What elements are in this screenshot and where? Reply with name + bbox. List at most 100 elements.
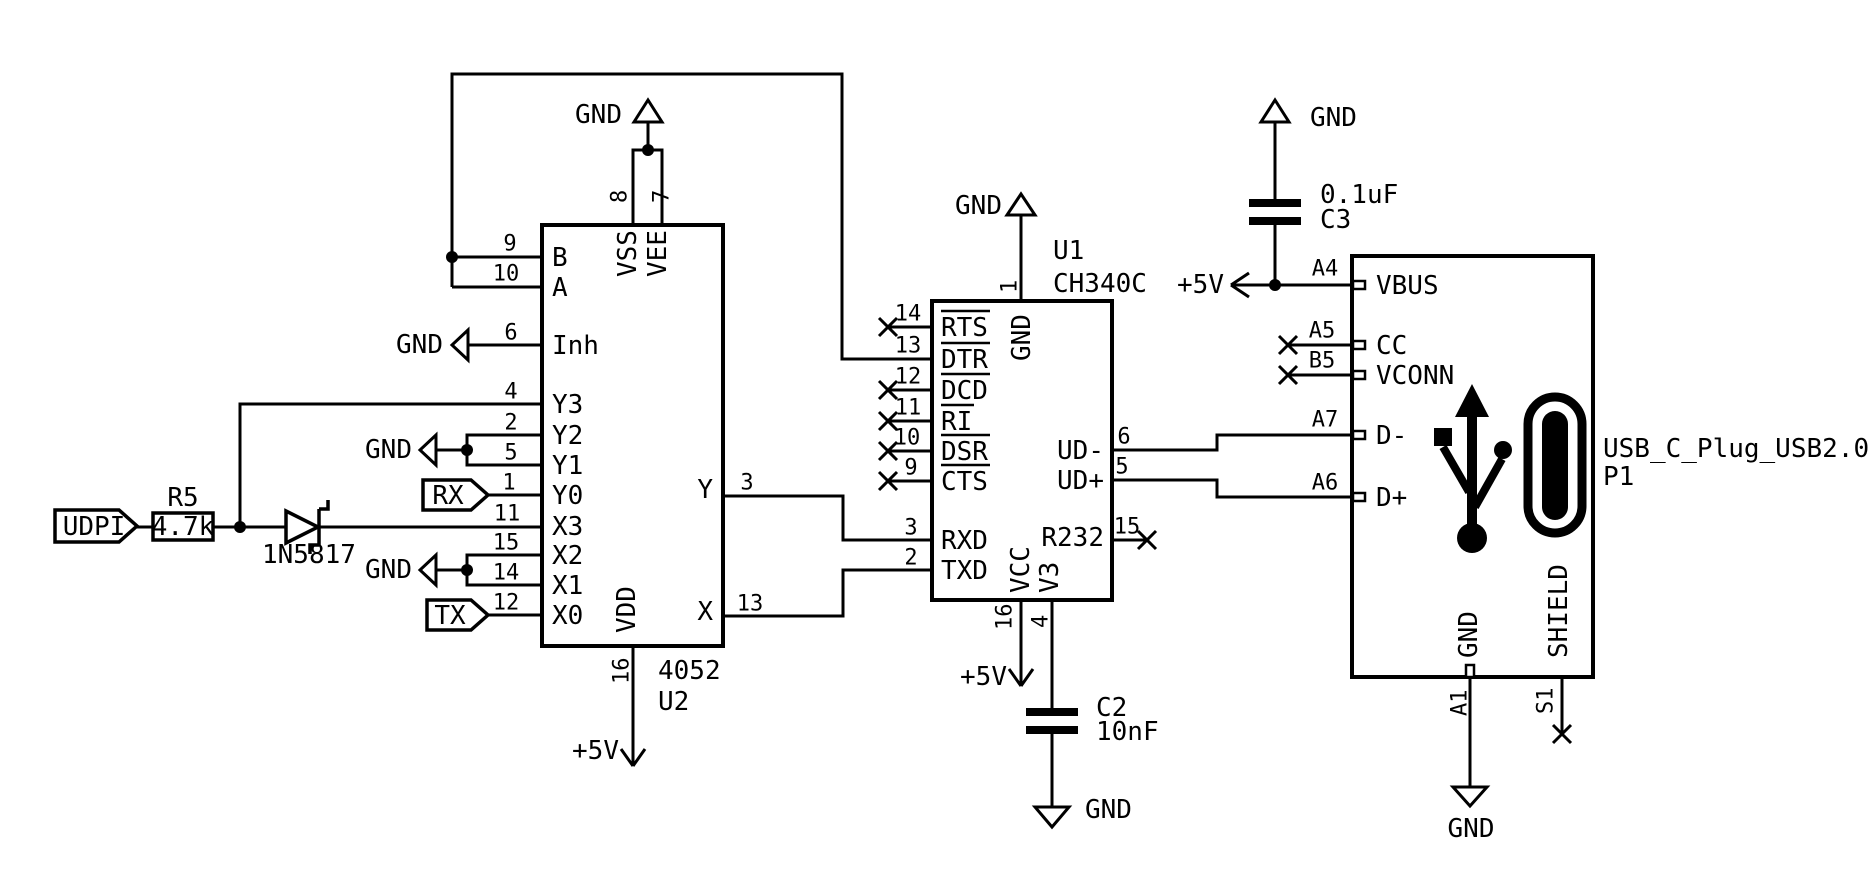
resistor-r5[interactable]: R5 4.7k xyxy=(151,483,215,542)
r5-ref: R5 xyxy=(167,483,198,513)
p1-pin-name-dp: D+ xyxy=(1376,483,1407,513)
gnd-symbol[interactable] xyxy=(417,431,438,469)
p1-pin-name-dm: D- xyxy=(1376,421,1407,451)
gnd-label: GND xyxy=(1085,795,1132,825)
p1-pin-num-shield: S1 xyxy=(1534,688,1559,715)
u1-pin-num-vcc: 16 xyxy=(993,604,1018,631)
u2-pin-name-inh: Inh xyxy=(552,331,599,361)
junctions xyxy=(234,144,1281,576)
gnd-symbol[interactable] xyxy=(631,97,665,124)
wire[interactable] xyxy=(723,494,932,542)
r5-value: 4.7k xyxy=(152,512,215,542)
u1-pin-num-udm: 6 xyxy=(1117,425,1130,450)
no-connect-icon xyxy=(877,316,899,338)
p1-pin-name-cc: CC xyxy=(1376,331,1407,361)
u1-pin-name-txd: TXD xyxy=(941,556,988,586)
junction-dot xyxy=(1269,279,1281,291)
u1-pin-name-v3: V3 xyxy=(1035,562,1065,593)
usb-logo-icon xyxy=(1434,384,1512,553)
flag-tx-label: TX xyxy=(434,601,466,631)
pin-square xyxy=(1351,369,1367,381)
ic-u1-ch340c[interactable]: U1 CH340C 14 13 12 11 10 9 3 2 RTS DTR D… xyxy=(894,236,1147,630)
gnd-symbol[interactable] xyxy=(1031,805,1073,830)
u2-pin-name-x: X xyxy=(697,597,713,627)
u2-pin-num-x0: 12 xyxy=(493,591,520,616)
u1-pin-num-dcd: 12 xyxy=(895,365,922,390)
d1-value: 1N5817 xyxy=(262,540,356,570)
gnd-symbol[interactable] xyxy=(417,551,438,589)
gnd-label: GND xyxy=(365,435,412,465)
u2-value: 4052 xyxy=(658,656,721,686)
u1-body[interactable] xyxy=(930,299,1114,602)
wire[interactable] xyxy=(450,72,932,361)
u2-pin-name-x3: X3 xyxy=(552,512,583,542)
gnd-label: GND xyxy=(396,330,443,360)
junction-dot xyxy=(642,144,654,156)
u1-value: CH340C xyxy=(1053,269,1147,299)
p1-pin-name-shield: SHIELD xyxy=(1544,564,1574,658)
u1-pin-name-ri: RI xyxy=(941,407,972,437)
u2-pin-num-x3: 11 xyxy=(494,502,521,527)
usbc-plug-icon xyxy=(1523,392,1587,538)
wire[interactable] xyxy=(1112,478,1352,499)
gnd-symbol[interactable] xyxy=(449,326,470,364)
p5v-label: +5V xyxy=(1177,270,1224,300)
u2-pin-num-y3: 4 xyxy=(504,380,517,405)
u1-pin-num-v3: 4 xyxy=(1029,615,1054,628)
no-connect-icon xyxy=(877,410,899,432)
no-connect-icon xyxy=(877,379,899,401)
u1-pin-name-gnd: GND xyxy=(1007,314,1037,361)
p1-value: USB_C_Plug_USB2.0 xyxy=(1603,434,1869,464)
u2-pin-num-b: 9 xyxy=(503,232,516,257)
flag-tx[interactable]: TX xyxy=(425,598,491,632)
gnd-symbol[interactable] xyxy=(1449,785,1491,809)
wire[interactable] xyxy=(723,568,932,618)
diode-1n5817[interactable]: 1N5817 xyxy=(262,500,356,570)
u1-pin-name-dcd: DCD xyxy=(941,376,988,406)
p1-pin-name-gnd: GND xyxy=(1454,611,1484,658)
gnd-label: GND xyxy=(1310,103,1357,133)
u1-pin-num-dsr: 10 xyxy=(894,426,921,451)
no-connect-icon xyxy=(877,470,899,492)
connector-p1-usbc[interactable]: USB_C_Plug_USB2.0 P1 A4 A5 B5 A7 A6 VBUS… xyxy=(1309,254,1869,716)
wires xyxy=(137,72,1564,807)
u1-pin-num-rts: 14 xyxy=(895,302,922,327)
gnd-symbol[interactable] xyxy=(1258,97,1292,124)
capacitor-c2[interactable]: C2 10nF xyxy=(1026,693,1159,747)
p5v-symbol[interactable] xyxy=(1230,271,1250,299)
u2-pin-num-a: 10 xyxy=(493,262,520,287)
gnd-symbol[interactable] xyxy=(1004,191,1038,217)
p1-pin-num-vbus: A4 xyxy=(1312,257,1339,282)
no-connect-icon xyxy=(877,440,899,462)
u2-pin-name-y2: Y2 xyxy=(552,421,583,451)
capacitor-c3[interactable]: 0.1uF C3 xyxy=(1249,180,1398,235)
u2-body[interactable] xyxy=(540,223,725,648)
u1-pin-name-dsr: DSR xyxy=(941,437,988,467)
pin-square xyxy=(1464,663,1476,679)
flag-udpi[interactable]: UDPI xyxy=(53,508,140,544)
no-connect-icon xyxy=(1551,723,1573,745)
p1-pin-num-vconn: B5 xyxy=(1309,349,1336,374)
no-connects xyxy=(877,316,1573,745)
u1-pin-name-rts: RTS xyxy=(941,313,988,343)
u2-pin-name-y: Y xyxy=(697,475,713,505)
junction-dot xyxy=(234,521,246,533)
wire[interactable] xyxy=(1112,433,1352,452)
wire[interactable] xyxy=(238,402,542,527)
p5v-label: +5V xyxy=(572,736,619,766)
u2-pin-name-vee: VEE xyxy=(643,230,673,277)
gnd-label: GND xyxy=(1448,814,1495,844)
u2-pin-name-b: B xyxy=(552,243,568,273)
junction-dot xyxy=(461,564,473,576)
p5v-symbol[interactable] xyxy=(619,748,647,767)
u2-pin-num-vdd: 16 xyxy=(610,658,635,685)
u2-pin-num-y1: 5 xyxy=(504,441,517,466)
u2-pin-name-vdd: VDD xyxy=(612,586,642,633)
flag-rx[interactable]: RX xyxy=(421,478,491,512)
no-connect-icon xyxy=(1136,529,1158,551)
p5v-label: +5V xyxy=(960,662,1007,692)
u1-pin-num-rxd: 3 xyxy=(904,516,917,541)
ic-u2-4052[interactable]: 9 10 6 4 2 5 1 11 15 14 12 B A Inh Y3 Y2… xyxy=(493,190,764,717)
p5v-symbol[interactable] xyxy=(1007,668,1035,687)
